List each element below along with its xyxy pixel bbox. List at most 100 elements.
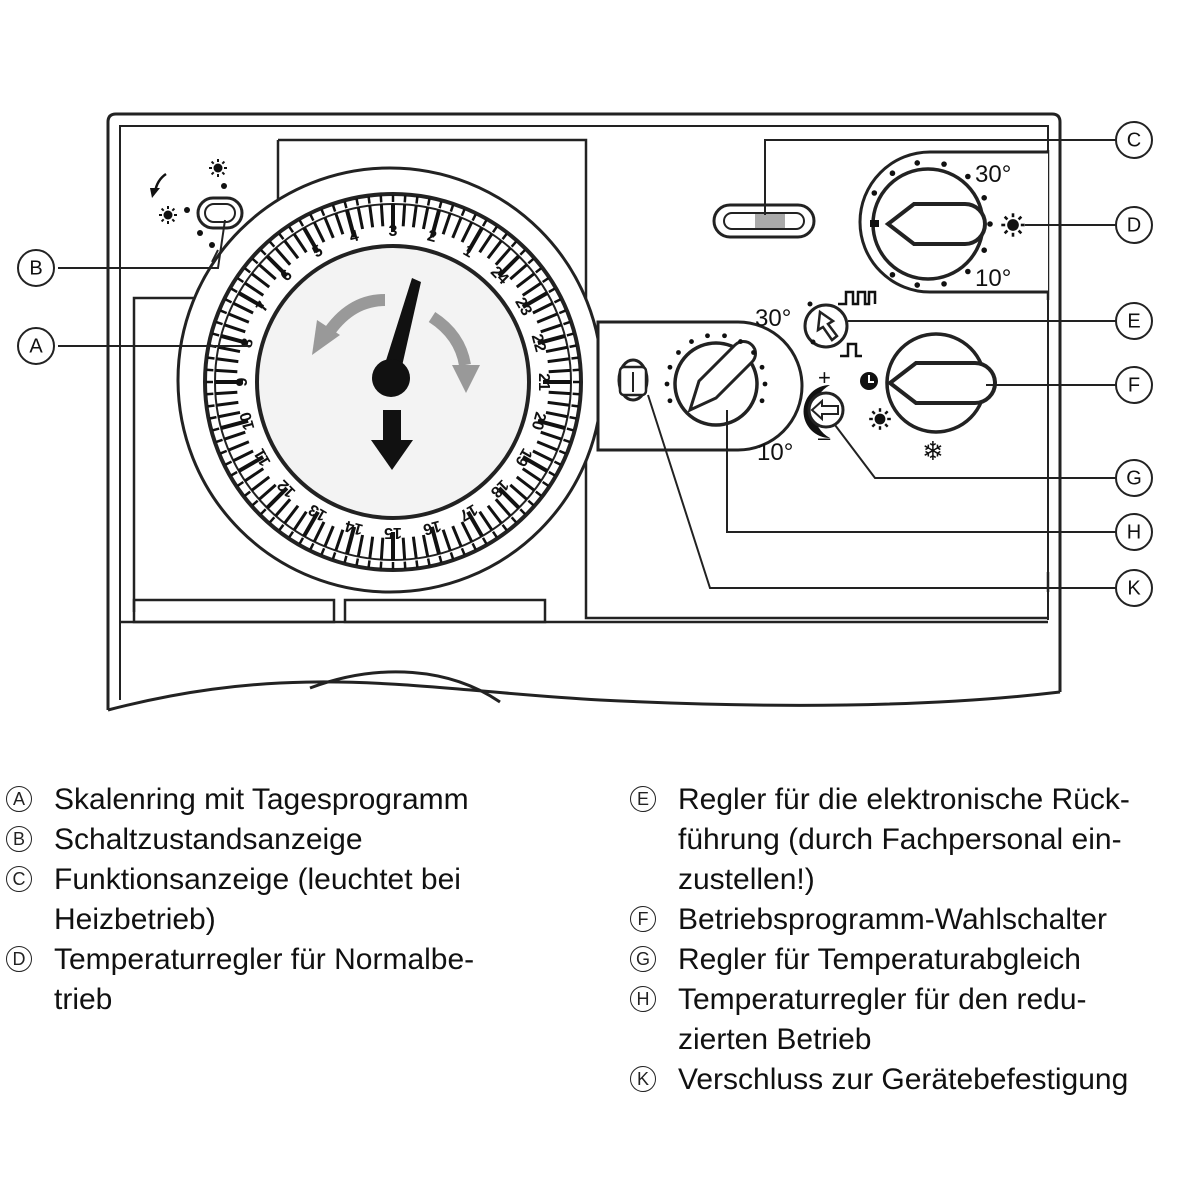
dial-hour-label: 23 (511, 295, 535, 319)
legend-text: Skalenring mit Tagesprogramm (54, 780, 469, 820)
dial-tick (532, 449, 554, 463)
callout-label-k: K (1127, 577, 1141, 599)
dial-tick (545, 345, 568, 354)
program-segment (298, 219, 305, 227)
dial-tick (379, 537, 385, 560)
program-segment (449, 204, 455, 212)
scale-dot (914, 160, 921, 166)
dial-tick (494, 498, 512, 517)
scale-dot (738, 339, 743, 344)
dial-tick (312, 221, 326, 243)
callout-circle-f (1115, 366, 1153, 404)
legend-line: Heizbetrieb) (54, 903, 216, 936)
program-segment (471, 542, 477, 551)
dial-tick (334, 212, 345, 235)
device-fastening-lock[interactable] (617, 358, 649, 402)
dial-tick (537, 333, 566, 346)
program-segment (278, 524, 285, 532)
dial-tick (429, 209, 442, 238)
program-segment (219, 309, 228, 315)
callout-circle-e (1115, 302, 1153, 340)
legend-key-b: B (6, 826, 32, 852)
legend-key-k: K (630, 1066, 656, 1092)
temperature-regulator-normal[interactable]: 30° 10° (858, 150, 1048, 294)
dial-tick (548, 368, 571, 374)
dial-tick (497, 486, 521, 510)
operating-program-selector[interactable]: ❄ (860, 332, 997, 466)
program-segment (541, 480, 550, 487)
legend-line: Temperaturregler für Normalbe- (54, 943, 475, 976)
dial-tick (532, 301, 554, 315)
dial-tick (220, 333, 249, 346)
program-segment (367, 560, 371, 568)
dial-tick (218, 345, 241, 354)
scale-dot (751, 350, 756, 355)
d-scale-high-label: 30° (975, 161, 1011, 188)
dial-tick (216, 357, 239, 364)
program-segment (548, 287, 556, 294)
electronic-feedback-regulator[interactable]: 30° (755, 290, 877, 358)
dial-hour-label: 15 (384, 524, 402, 541)
dial-tick (460, 221, 474, 243)
program-segment (215, 320, 223, 326)
legend-text: Verschluss zur Gerätebefestigung (678, 1060, 1128, 1100)
dial-hour-label: 19 (511, 445, 535, 469)
dial-tick (451, 525, 463, 548)
program-segment (251, 257, 259, 265)
program-segment (259, 508, 267, 516)
program-segment (527, 257, 535, 265)
scale-dot (871, 190, 878, 196)
dial-tick (429, 526, 442, 555)
program-segment (438, 201, 443, 209)
switch-status-indicator (150, 158, 244, 263)
dial-tick (466, 226, 484, 254)
scale-dot (965, 173, 971, 180)
dial-tick (509, 483, 528, 501)
legend-line: Temperaturregler für den redu- (678, 983, 1087, 1016)
dial-hour-label: 22 (528, 332, 549, 354)
temperature-adjustment-regulator[interactable]: + – (803, 365, 845, 450)
program-segment (569, 344, 577, 349)
dial-tick (411, 205, 418, 228)
dial-tick (232, 301, 254, 315)
moon-icon (182, 239, 193, 259)
program-segment (449, 552, 455, 560)
program-segment (230, 470, 238, 477)
callout-label-a: A (29, 335, 43, 357)
g-minus-label: – (818, 425, 831, 450)
program-segment (355, 198, 360, 206)
legend-text: Temperaturregler für den redu-zierten Be… (678, 980, 1087, 1060)
dial-tick (258, 263, 277, 281)
legend-line: trieb (54, 983, 113, 1016)
temperature-regulator-reduced[interactable]: 10° (664, 333, 794, 466)
scale-dot (689, 339, 694, 344)
dial-tick (265, 486, 289, 510)
program-segment (426, 198, 431, 206)
sun-icon (1000, 212, 1026, 238)
callout-circle-d (1115, 206, 1153, 244)
scale-dot (759, 364, 765, 370)
dial-hour-label: 21 (535, 373, 552, 391)
callout-circle-g (1115, 459, 1153, 497)
dial-tick (486, 239, 503, 260)
dial-tick (521, 467, 542, 483)
dial-tick (244, 281, 265, 297)
program-segment (212, 427, 220, 432)
dial-tick (536, 440, 559, 452)
legend-line: Verschluss zur Gerätebefestigung (678, 1063, 1129, 1096)
dial-tick (421, 207, 430, 230)
program-segment (224, 460, 233, 466)
program-segment (251, 499, 259, 507)
dial-tick (368, 205, 375, 228)
dial-tick (548, 390, 571, 396)
dial-tick (250, 475, 271, 492)
program-segment (243, 490, 251, 497)
dial-tick (401, 204, 407, 227)
